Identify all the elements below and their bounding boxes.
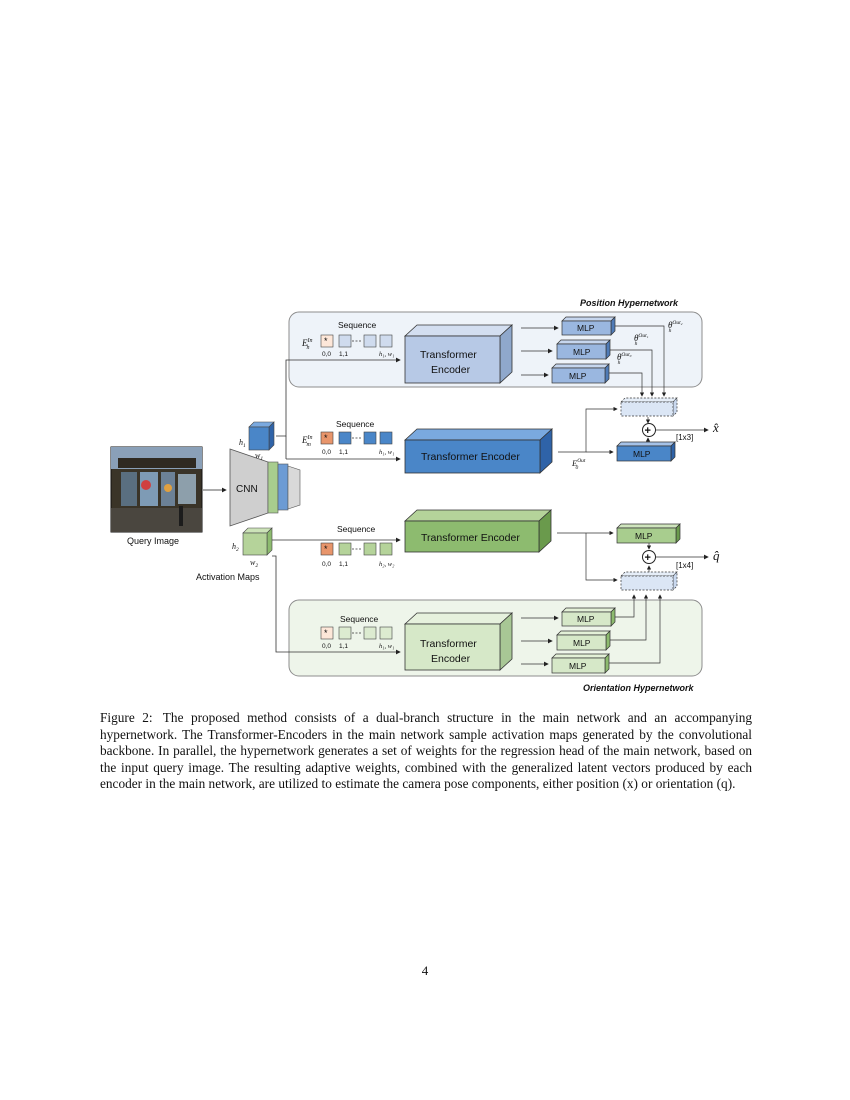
svg-text:Encoder: Encoder — [431, 364, 471, 376]
orientation-hypernetwork-label: Orientation Hypernetwork — [583, 683, 695, 693]
svg-text:1,1: 1,1 — [339, 351, 348, 358]
query-image-label: Query Image — [127, 536, 179, 546]
x-hat-output: x̂ — [712, 420, 719, 435]
mlp-main-orientation: MLP — [616, 523, 681, 544]
svg-text:MLP: MLP — [577, 614, 595, 624]
mlp-orientation-hyper-2: MLP — [556, 630, 611, 651]
svg-text:h₂, w₂: h₂, w₂ — [379, 561, 395, 568]
h1-label: h — [239, 438, 243, 447]
svg-text:MLP: MLP — [633, 449, 651, 459]
svg-text:h2: h2 — [232, 542, 239, 553]
position-hypernetwork-label: Position Hypernetwork — [580, 298, 679, 308]
transformer-encoder-position-hyper: Transformer Encoder — [403, 324, 514, 384]
svg-text:Sequence: Sequence — [336, 419, 375, 429]
svg-text:*: * — [324, 433, 328, 443]
figure-caption-label: Figure 2: — [100, 710, 153, 725]
svg-text:0,0: 0,0 — [322, 351, 331, 358]
query-image — [110, 446, 203, 533]
transformer-encoder-main-position: Transformer Encoder — [403, 428, 554, 474]
activation-map-green — [242, 527, 273, 556]
svg-text:0,0: 0,0 — [322, 449, 331, 456]
mlp-orientation-hyper-3: MLP — [551, 653, 610, 674]
page-number: 4 — [421, 963, 429, 978]
mlp-position-hyper-2: MLP — [556, 339, 611, 360]
svg-text:0,0: 0,0 — [322, 643, 331, 650]
mlp-position-hyper-1: MLP — [561, 316, 616, 336]
svg-text:Sequence: Sequence — [340, 614, 379, 624]
w1-label: w — [255, 451, 261, 460]
transformer-encoder-orientation-hyper: Transformer Encoder — [403, 612, 514, 671]
svg-text:*: * — [324, 336, 328, 346]
svg-text:MLP: MLP — [577, 323, 595, 333]
svg-text:+: + — [645, 425, 651, 437]
cnn-label: CNN — [236, 484, 258, 495]
sequence-row-main-orientation: Sequence * 0,0 1,1 h₂, w₂ — [320, 524, 395, 568]
architecture-figure: Position Hypernetwork Orientation Hypern… — [110, 298, 720, 693]
activation-maps-label: Activation Maps — [196, 572, 260, 582]
svg-text:MLP: MLP — [573, 347, 591, 357]
svg-text:h₁, w₁: h₁, w₁ — [379, 449, 394, 456]
figure-caption: Figure 2: The proposed method consists o… — [100, 710, 752, 793]
svg-text:h1: h1 — [239, 438, 246, 449]
position-sum-node: + — [642, 423, 656, 437]
svg-text:Encoder: Encoder — [431, 653, 471, 665]
mlp-orientation-hyper-1: MLP — [561, 607, 616, 627]
figure-caption-text: The proposed method consists of a dual-b… — [100, 710, 752, 792]
svg-text:Transformer: Transformer — [420, 349, 477, 361]
feature-layer-1 — [267, 461, 279, 514]
svg-text:1,1: 1,1 — [339, 561, 348, 568]
svg-text:1,1: 1,1 — [339, 449, 348, 456]
svg-text:0,0: 0,0 — [322, 561, 331, 568]
svg-text:h₁, w₁: h₁, w₁ — [379, 643, 394, 650]
mlp-position-hyper-3: MLP — [551, 363, 610, 384]
orientation-sum-node: + — [642, 550, 656, 564]
activation-map-blue — [248, 421, 275, 451]
svg-text:+: + — [645, 552, 651, 564]
svg-text:Sequence: Sequence — [337, 524, 376, 534]
sequence-label: Sequence — [338, 320, 377, 330]
feature-layer-3 — [287, 465, 301, 510]
svg-text:Transformer Encoder: Transformer Encoder — [421, 532, 520, 544]
q-hat-output: q̂ — [713, 548, 720, 563]
svg-text:w1: w1 — [255, 451, 263, 462]
svg-text:MLP: MLP — [569, 661, 587, 671]
svg-text:*: * — [324, 544, 328, 554]
position-latent-box — [620, 397, 678, 417]
svg-text:*: * — [324, 628, 328, 638]
svg-text:Transformer Encoder: Transformer Encoder — [421, 451, 520, 463]
orientation-output-dim: [1x4] — [676, 561, 693, 570]
svg-text:w2: w2 — [250, 558, 258, 569]
svg-text:MLP: MLP — [573, 638, 591, 648]
svg-text:1,1: 1,1 — [339, 643, 348, 650]
h2-label: h — [232, 542, 236, 551]
w2-label: w — [250, 558, 256, 567]
svg-text:MLP: MLP — [635, 531, 653, 541]
feature-layer-2 — [277, 463, 289, 511]
transformer-encoder-main-orientation: Transformer Encoder — [403, 509, 553, 553]
svg-text:MLP: MLP — [569, 371, 587, 381]
orientation-latent-box — [620, 571, 678, 591]
sequence-row-orientation-hyper: Sequence * 0,0 1,1 h₁, w₁ — [320, 614, 394, 650]
position-output-dim: [1x3] — [676, 433, 693, 442]
svg-text:h₁, w₁: h₁, w₁ — [379, 351, 394, 358]
mlp-main-position: MLP — [616, 441, 676, 462]
svg-text:Transformer: Transformer — [420, 638, 477, 650]
